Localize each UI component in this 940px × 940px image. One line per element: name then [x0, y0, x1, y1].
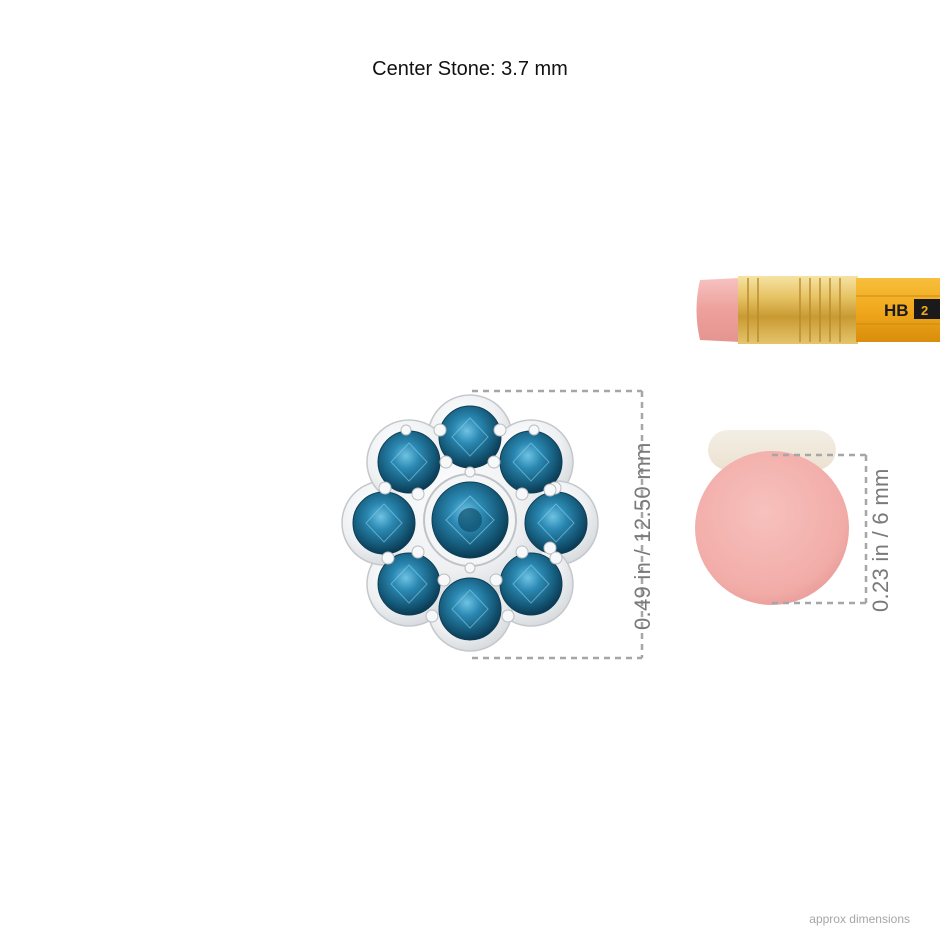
pendant-dimension-label: 0.49 in / 12.50 mm	[630, 442, 655, 630]
approx-dimensions-note: approx dimensions	[809, 912, 910, 926]
gem-stone	[438, 577, 502, 641]
center-stone-facet	[445, 495, 495, 545]
page-title: Center Stone: 3.7 mm	[372, 58, 568, 80]
pencil-number-label: 2	[921, 303, 928, 318]
pendant	[341, 394, 599, 652]
pencil-number-badge	[914, 299, 940, 319]
prongs	[378, 423, 563, 623]
gem-stone	[524, 491, 588, 555]
eraser-dimension-bracket	[772, 453, 868, 605]
pencil-eraser-tip	[696, 278, 740, 342]
eraser-face	[695, 451, 849, 605]
outer-stones	[352, 405, 588, 641]
pencil-grade-label: HB	[884, 301, 909, 320]
pendant-dimension-bracket	[472, 389, 644, 660]
gem-stone	[352, 491, 416, 555]
pencil: HB 2	[696, 276, 940, 344]
facet-highlights	[365, 417, 575, 629]
eraser-dimension-label: 0.23 in / 6 mm	[868, 468, 893, 612]
eraser-end-view	[695, 430, 849, 605]
